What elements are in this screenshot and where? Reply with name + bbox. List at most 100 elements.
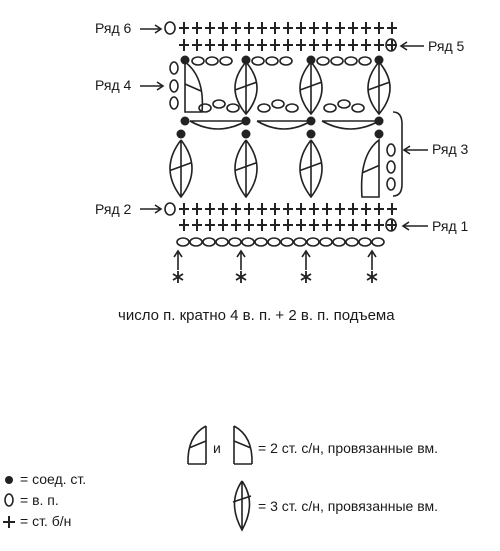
slip-stitch xyxy=(306,55,316,65)
chain-stitch xyxy=(257,103,271,113)
chain-stitch xyxy=(319,237,333,247)
single-crochet-stitch xyxy=(335,22,345,34)
single-crochet-stitch xyxy=(374,219,384,231)
single-crochet-stitch xyxy=(270,219,280,231)
chain-stitch xyxy=(212,99,226,109)
single-crochet-stitch xyxy=(322,219,332,231)
single-crochet-stitch xyxy=(374,203,384,215)
slip-stitch xyxy=(374,116,384,126)
single-crochet-stitch xyxy=(257,203,267,215)
legend-slip-stitch-icon xyxy=(5,476,13,484)
chain-stitch xyxy=(323,103,337,113)
chain-stitch xyxy=(191,56,205,66)
chain-stitch xyxy=(251,56,265,66)
row-5-arrow xyxy=(399,41,424,51)
single-crochet-stitch xyxy=(257,22,267,34)
chain-stitch xyxy=(344,56,358,66)
row-1-arrow xyxy=(401,221,428,231)
row-6-arrow xyxy=(140,24,163,34)
single-crochet-stitch xyxy=(296,39,306,51)
repeat-asterisk xyxy=(366,271,378,283)
single-crochet-stitch xyxy=(387,203,397,215)
row-3-label: Ряд 3 xyxy=(432,141,469,157)
single-crochet-stitch xyxy=(283,219,293,231)
chain-stitch xyxy=(198,103,212,113)
single-crochet-stitch xyxy=(374,22,384,34)
single-crochet-stitch xyxy=(205,39,215,51)
single-crochet-stitch xyxy=(296,203,306,215)
legend-cluster-2-right-icon xyxy=(233,425,253,465)
slip-stitch xyxy=(180,55,190,65)
single-crochet-stitch xyxy=(335,203,345,215)
single-crochet-stitch xyxy=(322,39,332,51)
slip-stitch xyxy=(374,55,384,65)
chain-stitch xyxy=(176,237,190,247)
single-crochet-stitch xyxy=(179,39,189,51)
row-4-label: Ряд 4 xyxy=(95,77,132,93)
three-dc-cluster xyxy=(169,139,193,199)
row-2-arrow xyxy=(140,204,163,214)
chain-stitch xyxy=(345,237,359,247)
three-dc-cluster xyxy=(234,139,258,199)
single-crochet-stitch xyxy=(192,203,202,215)
chain-stitch xyxy=(386,160,396,174)
single-crochet-stitch xyxy=(335,219,345,231)
two-dc-cluster-left xyxy=(360,138,380,198)
chart-caption: число п. кратно 4 в. п. + 2 в. п. подъем… xyxy=(118,307,395,324)
single-crochet-stitch xyxy=(205,203,215,215)
single-crochet-stitch xyxy=(309,203,319,215)
single-crochet-stitch xyxy=(309,22,319,34)
single-crochet-stitch xyxy=(257,219,267,231)
legend-single-crochet-icon xyxy=(3,516,15,528)
legend-chain-icon xyxy=(4,493,14,507)
single-crochet-stitch xyxy=(361,39,371,51)
chain-stitch xyxy=(351,103,365,113)
single-crochet-stitch xyxy=(335,39,345,51)
single-crochet-stitch xyxy=(205,22,215,34)
three-dc-cluster xyxy=(234,61,258,116)
single-crochet-stitch xyxy=(231,22,241,34)
slip-stitch xyxy=(306,129,316,139)
row-3-arrow xyxy=(402,145,428,155)
chain-stitch xyxy=(271,99,285,109)
single-crochet-stitch xyxy=(218,22,228,34)
chain-stitch xyxy=(293,237,307,247)
chain-stitch xyxy=(265,56,279,66)
legend-cluster-3-icon xyxy=(232,480,252,532)
chain-stitch xyxy=(219,56,233,66)
repeat-arrows xyxy=(173,249,377,270)
single-crochet-stitch xyxy=(296,219,306,231)
repeat-asterisk xyxy=(235,271,247,283)
chain-stitch xyxy=(337,99,351,109)
single-crochet-stitch xyxy=(192,219,202,231)
single-crochet-stitch xyxy=(192,39,202,51)
legend-slip-stitch-text: = соед. ст. xyxy=(20,471,87,487)
chain-stitch xyxy=(169,79,179,93)
legend-cluster-2-left-icon xyxy=(187,425,207,465)
single-crochet-stitch xyxy=(244,22,254,34)
single-crochet-stitch xyxy=(244,203,254,215)
single-crochet-stitch xyxy=(205,219,215,231)
row-1-label: Ряд 1 xyxy=(432,218,469,234)
row-6-label: Ряд 6 xyxy=(95,20,132,36)
chain-stitch xyxy=(169,96,179,110)
single-crochet-stitch xyxy=(244,219,254,231)
chain-stitch xyxy=(358,56,372,66)
flat-cluster xyxy=(189,120,247,130)
three-dc-cluster xyxy=(299,61,323,116)
single-crochet-stitch xyxy=(270,203,280,215)
chain-stitch xyxy=(241,237,255,247)
row-2-label: Ряд 2 xyxy=(95,201,132,217)
chain-stitch xyxy=(279,56,293,66)
slip-stitch xyxy=(306,116,316,126)
single-crochet-stitch xyxy=(244,39,254,51)
chain-stitch xyxy=(189,237,203,247)
repeat-asterisk xyxy=(300,271,312,283)
chain-stitch xyxy=(215,237,229,247)
single-crochet-stitch xyxy=(387,22,397,34)
chain-stitch xyxy=(169,61,179,75)
single-crochet-stitch xyxy=(309,219,319,231)
chain-stitch xyxy=(280,237,294,247)
single-crochet-stitch xyxy=(231,203,241,215)
